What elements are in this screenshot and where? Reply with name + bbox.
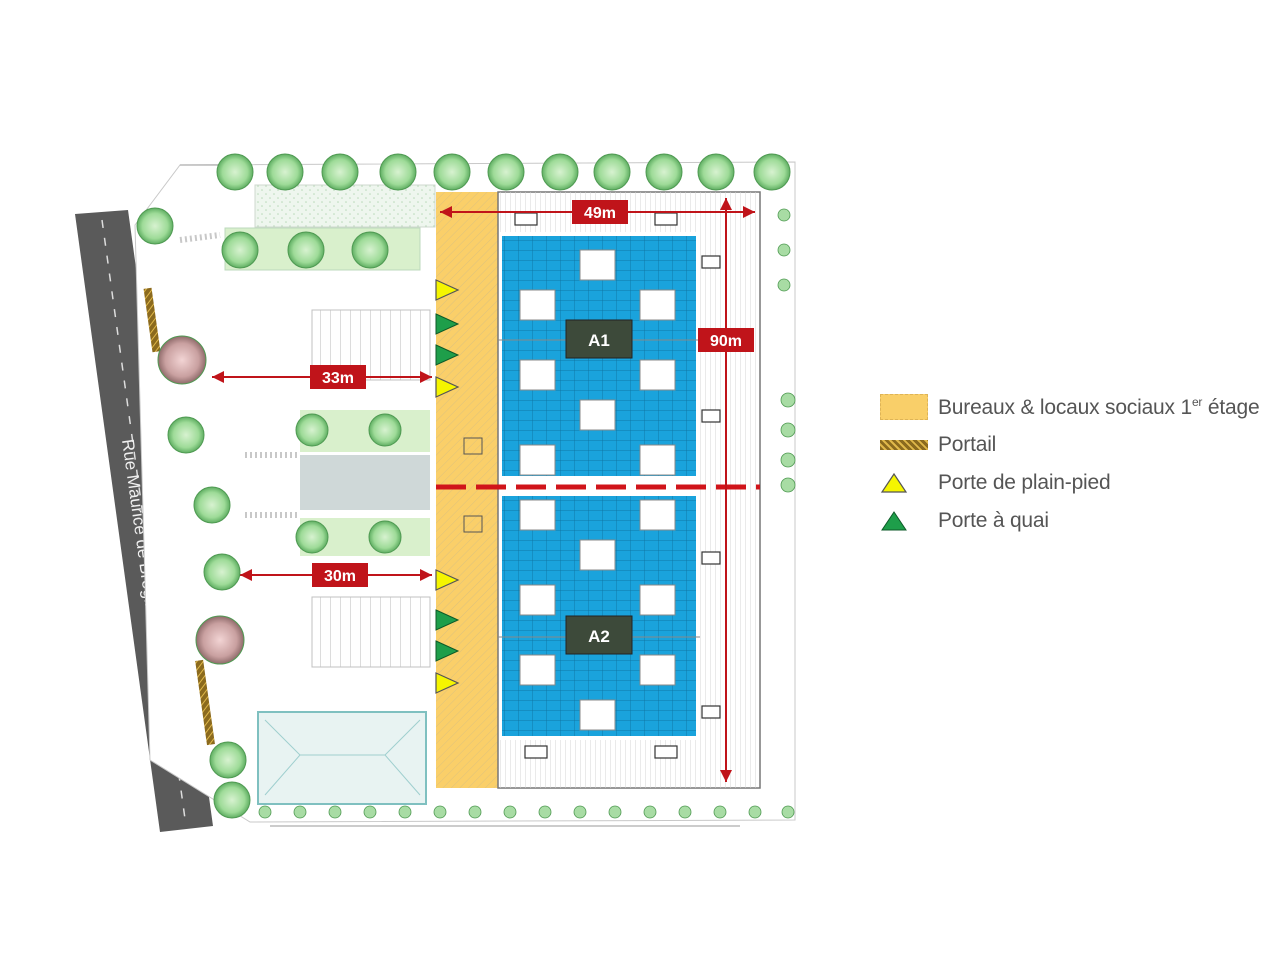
ground-door-icon <box>880 471 928 495</box>
dimension-height: 90m <box>698 198 754 782</box>
building-a2-label: A2 <box>588 627 610 646</box>
dimension-a2-setback-label: 30m <box>324 568 356 585</box>
legend: Bureaux & locaux sociaux 1er étage Porta… <box>880 388 1270 540</box>
hedges <box>258 208 796 819</box>
dimension-height-label: 90m <box>710 333 742 350</box>
gate <box>195 659 215 746</box>
warehouse <box>436 191 761 789</box>
dimension-a2-setback: 30m <box>240 563 432 587</box>
dock-doors <box>435 313 460 662</box>
legend-label-ground-door: Porte de plain-pied <box>938 471 1111 494</box>
gate <box>143 287 161 353</box>
offices-band <box>436 192 498 788</box>
building-a1-label: A1 <box>588 331 610 350</box>
legend-label-offices: Bureaux & locaux sociaux 1er étage <box>938 394 1260 419</box>
offices-swatch <box>880 394 928 420</box>
ground-doors <box>435 279 460 694</box>
retention-basin <box>257 711 427 805</box>
legend-item-dock-door: Porte à quai <box>880 502 1270 540</box>
dock-door-icon <box>880 509 928 533</box>
trees <box>136 153 791 819</box>
legend-item-offices: Bureaux & locaux sociaux 1er étage <box>880 388 1270 426</box>
legend-label-gate: Portail <box>938 433 997 456</box>
legend-item-ground-door: Porte de plain-pied <box>880 464 1270 502</box>
building-a1: A1 <box>565 319 633 359</box>
dimension-width-label: 49m <box>584 205 616 222</box>
green-area <box>254 184 436 228</box>
green-area <box>300 455 430 510</box>
legend-label-dock-door: Porte à quai <box>938 509 1049 532</box>
building-a2: A2 <box>565 615 633 655</box>
legend-item-gate: Portail <box>880 426 1270 464</box>
dimension-a1-setback-label: 33m <box>322 370 354 387</box>
gate-swatch <box>880 433 928 457</box>
dimension-width: 49m <box>440 200 755 224</box>
dimension-a1-setback: 33m <box>212 365 432 389</box>
